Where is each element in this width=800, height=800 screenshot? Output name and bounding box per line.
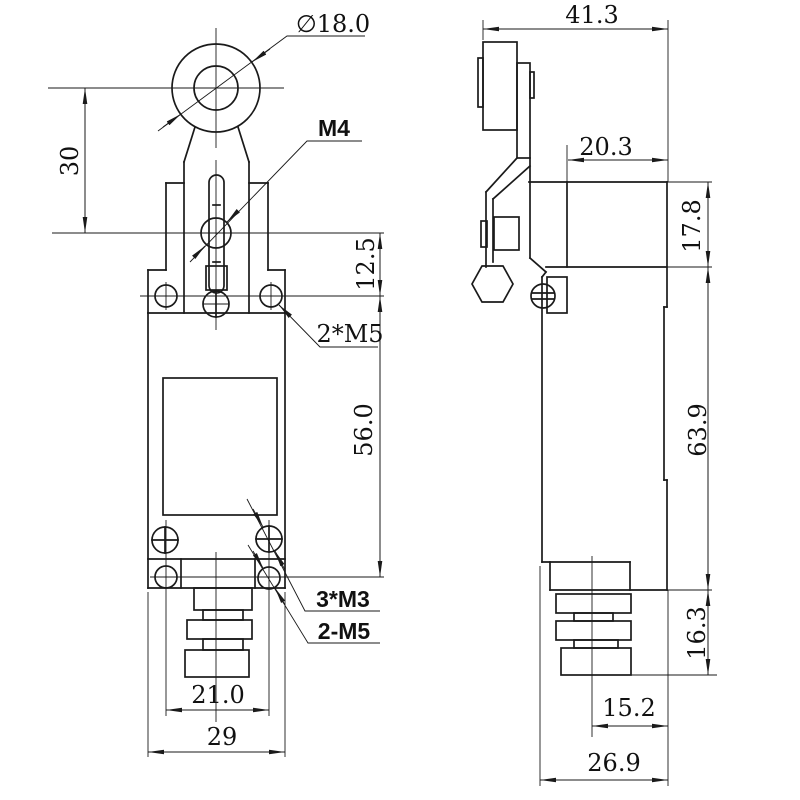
dim-15-2: 15.2 bbox=[602, 694, 655, 722]
front-dimensions: 30 12.5 56.0 21.0 29 bbox=[56, 88, 383, 755]
head-plunger bbox=[205, 265, 228, 291]
side-head bbox=[528, 181, 668, 268]
dim-21-0: 21.0 bbox=[191, 681, 244, 709]
dim-41-3: 41.3 bbox=[565, 1, 618, 29]
dim-12-5: 12.5 bbox=[352, 237, 380, 290]
front-cable-gland bbox=[184, 587, 253, 678]
side-view: 41.3 20.3 17.8 63.9 16.3 15.2 26.9 bbox=[471, 1, 717, 786]
dim-56-0: 56.0 bbox=[350, 403, 378, 456]
dim-16-3: 16.3 bbox=[683, 606, 711, 659]
front-roller-lever bbox=[171, 43, 261, 314]
dim-29: 29 bbox=[207, 723, 238, 751]
front-callouts: ∅18.0 M4 2*M5 3*M3 2-M5 bbox=[157, 10, 384, 644]
bottom-hole-right bbox=[257, 566, 281, 590]
side-dimensions: 41.3 20.3 17.8 63.9 16.3 15.2 26.9 bbox=[483, 1, 712, 783]
front-head bbox=[147, 182, 286, 318]
label-2-M5: 2-M5 bbox=[318, 618, 371, 644]
front-body bbox=[147, 312, 286, 590]
dim-26-9: 26.9 bbox=[587, 749, 640, 777]
label-2xM5-head: 2*M5 bbox=[316, 320, 383, 348]
side-body bbox=[530, 181, 668, 591]
label-3xM3: 3*M3 bbox=[316, 586, 370, 612]
dim-30: 30 bbox=[56, 146, 84, 177]
roller-outer-circle bbox=[171, 43, 261, 133]
dim-20-3: 20.3 bbox=[579, 133, 632, 161]
side-roller bbox=[482, 41, 518, 131]
side-shaft-boss bbox=[493, 216, 520, 251]
roller-hub-circle bbox=[193, 65, 239, 111]
m4-hole-circle bbox=[200, 217, 232, 249]
side-lever-plate bbox=[516, 62, 531, 159]
dim-17-8: 17.8 bbox=[678, 199, 706, 252]
bottom-hole-left bbox=[154, 565, 178, 589]
label-roller-diameter: ∅18.0 bbox=[296, 10, 370, 38]
side-head-screw bbox=[530, 283, 556, 309]
side-roller-lever bbox=[471, 41, 548, 303]
label-m4: M4 bbox=[318, 115, 350, 141]
body-label-plate bbox=[162, 377, 278, 516]
side-cable-gland bbox=[555, 593, 632, 676]
side-hex-nut bbox=[471, 265, 514, 303]
front-view: 30 12.5 56.0 21.0 29 ∅18.0 M4 2 bbox=[48, 10, 384, 757]
dim-63-9: 63.9 bbox=[684, 403, 712, 456]
